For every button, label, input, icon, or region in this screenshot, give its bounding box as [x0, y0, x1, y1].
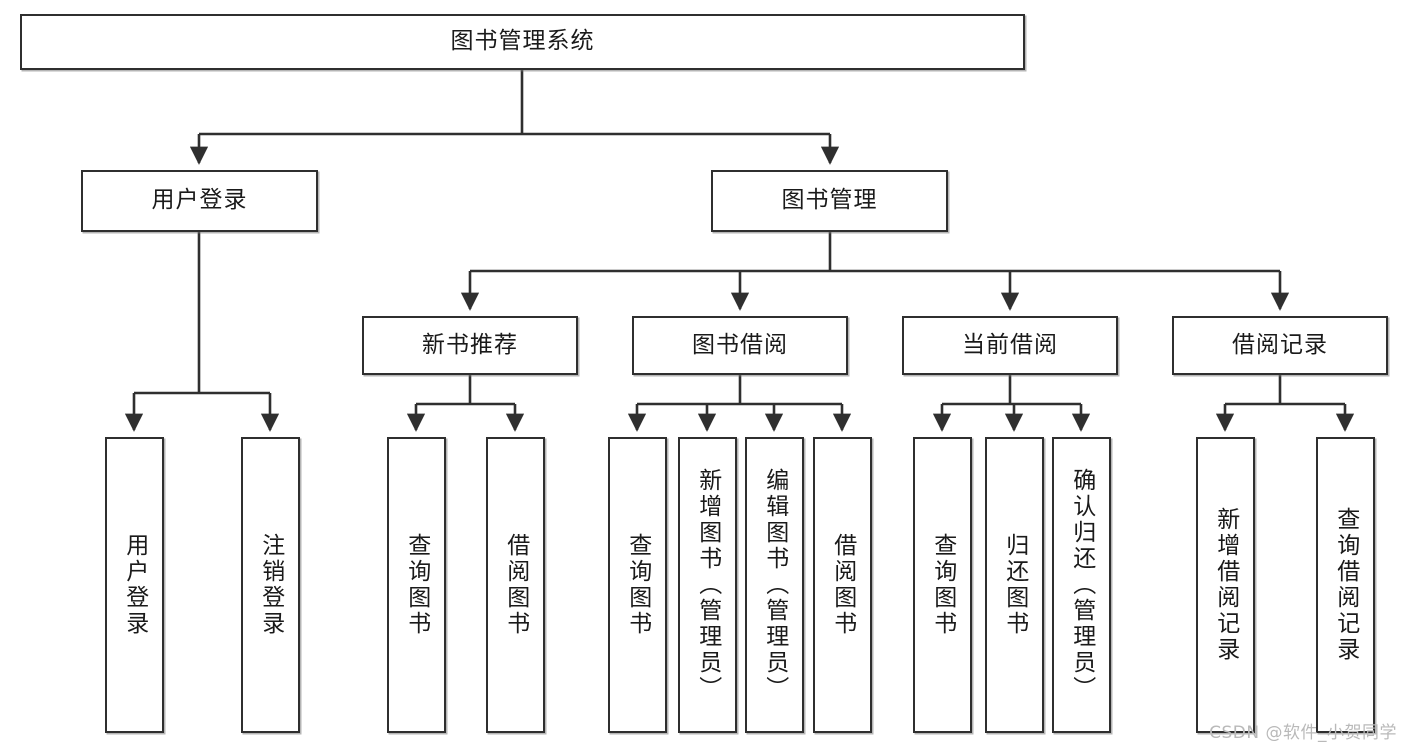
node-leaf-borrow-book-1[interactable]: 借阅图书: [486, 437, 545, 733]
node-label: 图书借阅: [692, 331, 788, 358]
node-label: 当前借阅: [962, 331, 1058, 358]
node-root-system[interactable]: 图书管理系统: [20, 14, 1025, 70]
node-label: 借阅图书: [829, 533, 856, 637]
node-book-borrow[interactable]: 图书借阅: [632, 316, 848, 375]
node-label: 图书管理: [781, 187, 878, 214]
node-label: 查询图书: [403, 533, 430, 637]
node-label: 用户登录: [121, 533, 148, 637]
node-label: 查询图书: [929, 533, 956, 637]
node-label: 归还图书: [1001, 533, 1028, 637]
node-label: 确认归还（管理员）: [1068, 468, 1095, 702]
node-leaf-query-book-1[interactable]: 查询图书: [387, 437, 446, 733]
node-label: 借阅图书: [502, 533, 529, 637]
node-leaf-query-book-2[interactable]: 查询图书: [608, 437, 667, 733]
csdn-watermark: CSDN @软件_小贺同学: [1209, 723, 1397, 743]
node-borrow-record[interactable]: 借阅记录: [1172, 316, 1388, 375]
node-leaf-add-book[interactable]: 新增图书（管理员）: [678, 437, 737, 733]
node-label: 新书推荐: [422, 331, 518, 358]
node-label: 新增借阅记录: [1212, 507, 1239, 663]
node-label: 注销登录: [257, 533, 284, 637]
node-book-manage[interactable]: 图书管理: [711, 170, 948, 232]
node-leaf-confirm-return[interactable]: 确认归还（管理员）: [1052, 437, 1111, 733]
node-leaf-user-login[interactable]: 用户登录: [105, 437, 164, 733]
node-label: 查询借阅记录: [1332, 507, 1359, 663]
node-leaf-edit-book[interactable]: 编辑图书（管理员）: [745, 437, 804, 733]
node-label: 查询图书: [624, 533, 651, 637]
node-user-login[interactable]: 用户登录: [81, 170, 318, 232]
node-leaf-return-book[interactable]: 归还图书: [985, 437, 1044, 733]
node-leaf-query-record[interactable]: 查询借阅记录: [1316, 437, 1375, 733]
node-label: 图书管理系统: [450, 28, 595, 55]
node-leaf-user-logout[interactable]: 注销登录: [241, 437, 300, 733]
node-leaf-query-book-3[interactable]: 查询图书: [913, 437, 972, 733]
node-label: 新增图书（管理员）: [694, 468, 721, 702]
node-current-borrow[interactable]: 当前借阅: [902, 316, 1118, 375]
node-leaf-add-record[interactable]: 新增借阅记录: [1196, 437, 1255, 733]
node-leaf-borrow-book-2[interactable]: 借阅图书: [813, 437, 872, 733]
node-new-book-rec[interactable]: 新书推荐: [362, 316, 578, 375]
node-label: 用户登录: [151, 187, 248, 214]
node-label: 编辑图书（管理员）: [761, 468, 788, 702]
node-label: 借阅记录: [1232, 331, 1328, 358]
